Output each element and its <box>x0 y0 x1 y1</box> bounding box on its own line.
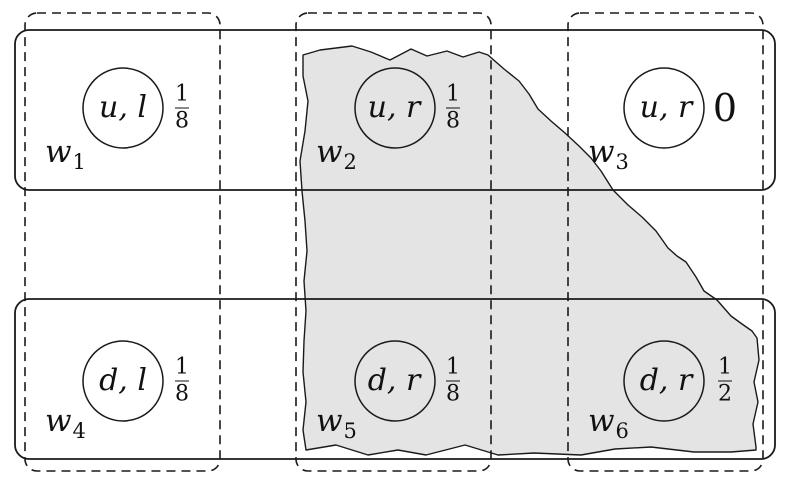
world-name-subscript: 2 <box>343 150 357 174</box>
world-circle-w6 <box>623 340 705 422</box>
fraction-denominator: 8 <box>175 107 189 134</box>
fraction-numerator: 1 <box>175 354 189 380</box>
world-name: w <box>45 134 72 170</box>
fraction-denominator: 8 <box>446 380 460 407</box>
probability-value: 0 <box>712 86 738 130</box>
dashed-column-left <box>24 12 221 472</box>
world-circle-w2 <box>354 67 436 149</box>
world-name-label: w5 <box>316 406 357 442</box>
fraction-numerator: 1 <box>718 354 732 380</box>
world-name-label: w3 <box>588 137 629 173</box>
world-probability: 0 <box>713 89 737 127</box>
world-name-label: w2 <box>316 137 357 173</box>
world-name-label: w1 <box>45 137 86 173</box>
world-name-subscript: 6 <box>615 419 629 443</box>
world-action-label: u, r <box>639 90 693 125</box>
world-name-subscript: 4 <box>72 419 86 443</box>
world-probability: 1 8 <box>446 354 460 407</box>
world-circle-w1 <box>82 67 164 149</box>
fraction-numerator: 1 <box>175 81 189 107</box>
probability-fraction: 1 8 <box>175 81 189 134</box>
world-probability: 1 8 <box>446 81 460 134</box>
world-name: w <box>588 134 615 170</box>
world-name-label: w4 <box>45 406 86 442</box>
world-name-label: w6 <box>588 406 629 442</box>
world-circle-w5 <box>354 340 436 422</box>
world-cell-w3: u, r 0 w3 <box>568 30 763 190</box>
fraction-denominator: 8 <box>175 380 189 407</box>
world-probability: 1 2 <box>718 354 732 407</box>
world-cell-w6: d, r 1 2 w6 <box>568 299 763 459</box>
world-circle-w4 <box>82 340 164 422</box>
world-cell-w1: u, l 1 8 w1 <box>25 30 220 190</box>
probability-fraction: 1 2 <box>718 354 732 407</box>
shaded-event-region <box>299 45 760 456</box>
world-action-label: u, l <box>99 90 147 125</box>
world-cell-w5: d, r 1 8 w5 <box>296 299 491 459</box>
dashed-column-right <box>567 12 764 472</box>
world-name: w <box>316 403 343 439</box>
probability-fraction: 1 8 <box>175 354 189 407</box>
fraction-numerator: 1 <box>446 354 460 380</box>
world-name: w <box>316 134 343 170</box>
probability-fraction: 1 8 <box>446 81 460 134</box>
solid-row-bottom <box>14 298 776 460</box>
world-action-label: d, r <box>367 363 421 398</box>
world-circle-w3 <box>623 67 705 149</box>
fraction-denominator: 2 <box>718 380 732 407</box>
probability-fraction: 1 8 <box>446 354 460 407</box>
world-name-subscript: 5 <box>343 419 357 443</box>
fraction-numerator: 1 <box>446 81 460 107</box>
world-name-subscript: 1 <box>72 150 86 174</box>
world-action-label: d, r <box>639 363 693 398</box>
world-name: w <box>588 403 615 439</box>
world-probability: 1 8 <box>175 354 189 407</box>
world-action-label: u, r <box>367 90 421 125</box>
world-probability: 1 8 <box>175 81 189 134</box>
world-action-label: d, l <box>99 363 147 398</box>
world-cell-w4: d, l 1 8 w4 <box>25 299 220 459</box>
solid-row-top <box>14 29 776 191</box>
world-name-subscript: 3 <box>615 150 629 174</box>
world-name: w <box>45 403 72 439</box>
dashed-column-middle <box>295 12 492 472</box>
fraction-denominator: 8 <box>446 107 460 134</box>
world-cell-w2: u, r 1 8 w2 <box>296 30 491 190</box>
